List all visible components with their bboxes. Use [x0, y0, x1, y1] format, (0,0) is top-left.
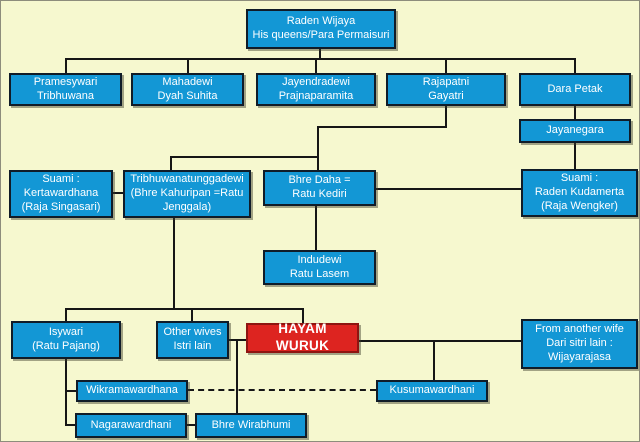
edge-hayamwuruk-wijayarajasa-marriage	[359, 340, 522, 342]
edge-step-tribhuwana	[170, 156, 319, 158]
edge-wikramawardhana-kusumawardhani-dashed	[188, 389, 376, 391]
node-pramesywari-tribhuwana: Pramesywari Tribhuwana	[9, 73, 122, 106]
node-nagarawardhani: Nagarawardhani	[75, 413, 187, 438]
node-hayam-wuruk: HAYAM WURUK	[246, 321, 359, 353]
node-raden-kudamerta: Suami : Raden Kudamerta (Raja Wengker)	[521, 169, 638, 217]
edge-wives-bus	[65, 58, 576, 60]
edge-children-bus	[65, 308, 304, 310]
edge-nagarawardhani-bhrewirabhumi-marriage	[187, 424, 196, 426]
node-wijayarajasa: From another wife Dari sitri lain : Wija…	[521, 319, 638, 369]
edge-jayanegara-kudamerta	[574, 142, 576, 170]
node-rajapatni-gayatri: Rajapatni Gayatri	[386, 73, 506, 106]
edge-drop-darapetak	[574, 58, 576, 74]
edge-bhredaha-kudamerta-marriage	[376, 188, 523, 190]
edge-drop-otherwives	[191, 308, 193, 322]
edge-drop-hayamwuruk	[302, 308, 304, 324]
node-kertawardhana: Suami : Kertawardhana (Raja Singasari)	[9, 170, 113, 218]
edge-bhredaha-indudewi	[315, 206, 317, 252]
node-kusumawardhani: Kusumawardhani	[376, 380, 488, 402]
node-bhre-wirabhumi: Bhre Wirabhumi	[195, 413, 307, 438]
edge-drop-bhredaha	[317, 126, 319, 172]
edge-drop-jayendradewi	[315, 58, 317, 74]
node-mahadewi-dyah-suhita: Mahadewi Dyah Suhita	[131, 73, 244, 106]
edge-isywari-rail	[65, 358, 67, 426]
node-indudewi: Indudewi Ratu Lasem	[263, 250, 376, 285]
edge-rajapatni-step	[317, 126, 447, 128]
edge-rajapatni-descent	[445, 106, 447, 128]
edge-radenwijaya-stub	[319, 49, 321, 60]
node-wikramawardhana: Wikramawardhana	[76, 380, 188, 402]
node-dara-petak: Dara Petak	[519, 73, 631, 106]
edge-tribhuwana-children	[173, 218, 175, 310]
edge-drop-rajapatni	[445, 58, 447, 74]
edge-drop-kusumawardhani	[433, 340, 435, 382]
edge-drop-tribhuwana	[170, 156, 172, 172]
node-isywari: Isywari (Ratu Pajang)	[11, 321, 121, 359]
edge-otherwives-hayamwuruk-marriage	[229, 339, 247, 341]
node-other-wives: Other wives Istri lain	[156, 321, 229, 359]
node-jayendradewi-prajnaparamita: Jayendradewi Prajnaparamita	[256, 73, 376, 106]
edge-drop-bhrewirabhumi	[236, 339, 238, 414]
node-jayanegara: Jayanegara	[519, 119, 631, 143]
node-bhre-daha: Bhre Daha = Ratu Kediri	[263, 170, 376, 206]
node-raden-wijaya: Raden Wijaya His queens/Para Permaisuri	[246, 9, 396, 49]
edge-kertawardhana-tribhuwana-marriage	[113, 192, 125, 194]
edge-rail-wikramawardhana	[65, 390, 77, 392]
edge-drop-mahadewi	[187, 58, 189, 74]
edge-rail-nagarawardhani	[65, 424, 76, 426]
edge-drop-pramesywari	[65, 58, 67, 74]
edge-drop-isywari	[65, 308, 67, 322]
edge-darapetak-jayanegara	[574, 106, 576, 120]
node-tribhuwanatunggadewi: Tribhuwanatunggadewi (Bhre Kahuripan =Ra…	[123, 170, 251, 218]
